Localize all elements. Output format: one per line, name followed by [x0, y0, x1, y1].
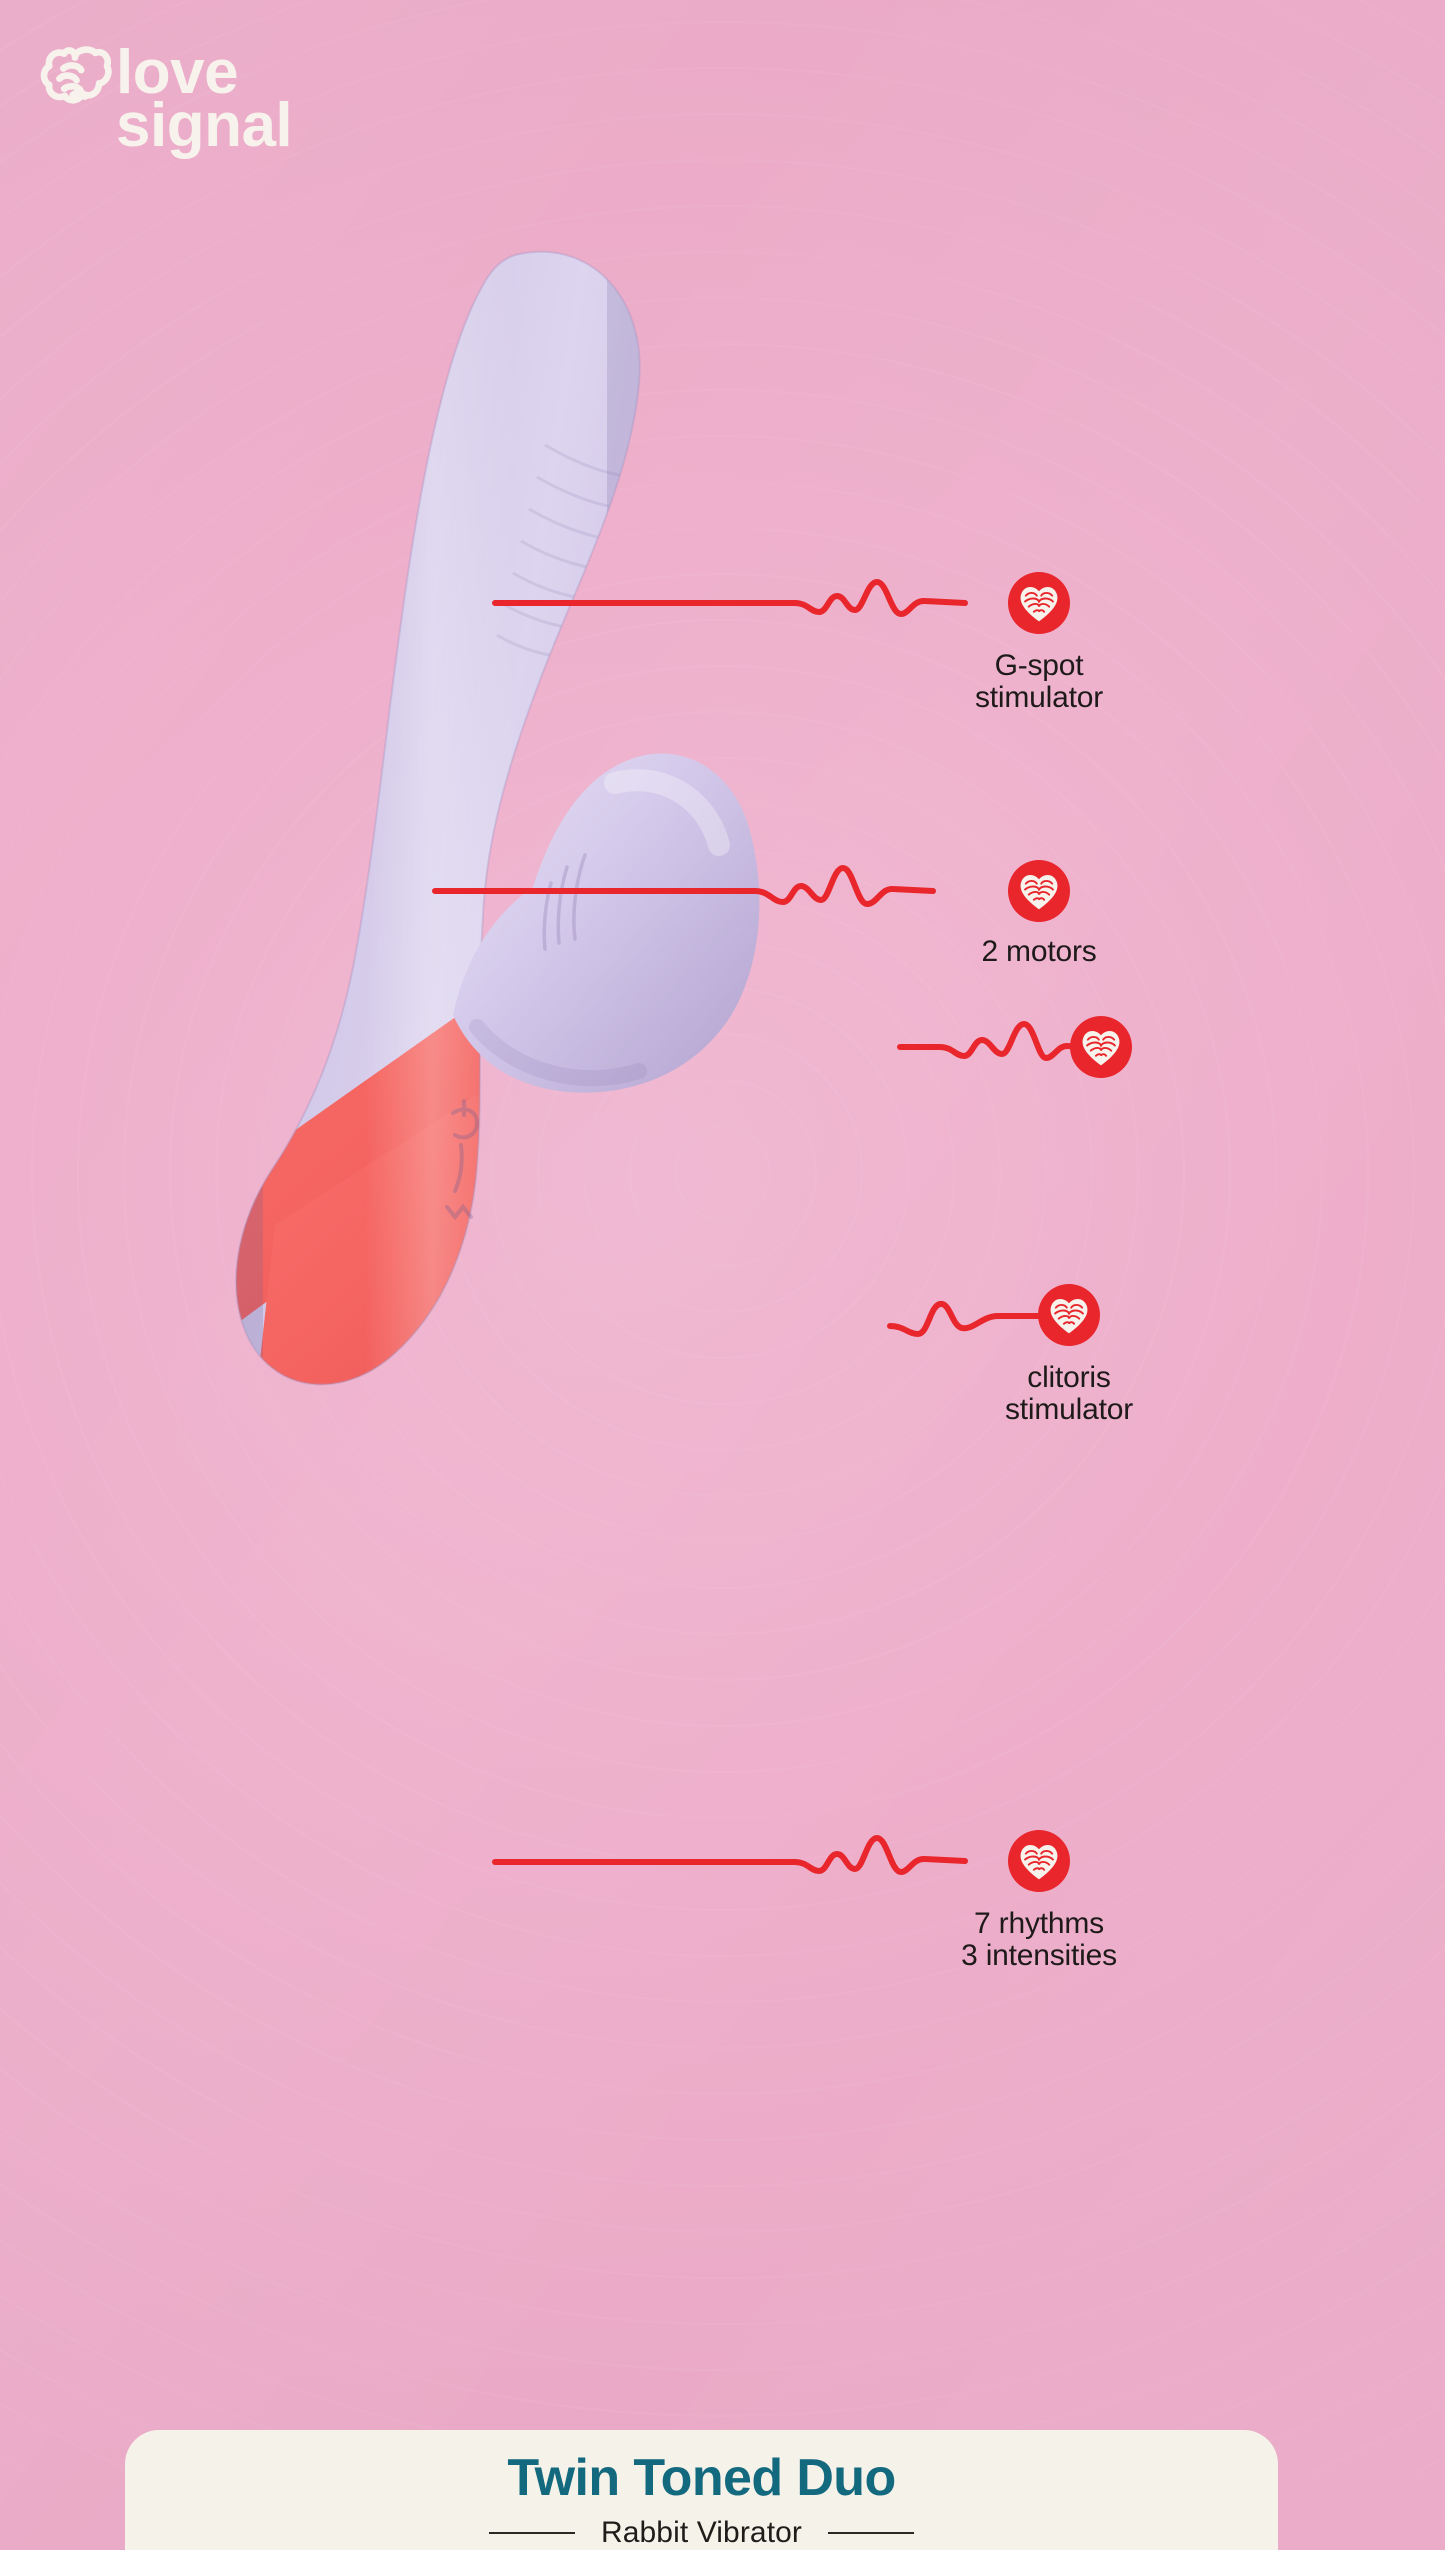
heartbeat-line-rhythms [492, 1835, 968, 1875]
product-subtitle: Rabbit Vibrator [600, 2516, 803, 2549]
brain-heart-icon [1020, 1845, 1058, 1880]
product-title-card: Twin Toned Duo Rabbit Vibrator [125, 2430, 1278, 2550]
callout-clitoris-upper-tick[interactable] [897, 1014, 1200, 1094]
brain-heart-logo-icon [36, 42, 114, 120]
callout-label-clitoris: clitoris stimulator [1004, 1361, 1134, 1426]
callout-g-spot[interactable]: G-spot stimulator [492, 568, 1195, 748]
callout-label-rhythms: 7 rhythms 3 intensities [961, 1907, 1117, 1972]
divider-left [488, 2532, 575, 2534]
callout-label-g-spot: G-spot stimulator [974, 649, 1104, 714]
background-ring-texture [0, 0, 1445, 2473]
brain-heart-icon [1020, 875, 1058, 910]
divider-right [828, 2532, 915, 2534]
badge-clitoris-upper[interactable] [1070, 1016, 1132, 1078]
heartbeat-line-clitoris-upper [897, 1021, 1091, 1061]
callout-clitoris[interactable]: clitoris stimulator [887, 1282, 1200, 1472]
brand-logo-wordmark: love signal [110, 38, 293, 161]
brain-heart-icon [1020, 587, 1058, 622]
page-title: Twin Toned Duo [507, 2449, 896, 2507]
heartbeat-line-clitoris [887, 1301, 1053, 1337]
badge-clitoris[interactable] [1038, 1284, 1100, 1346]
badge-rhythms[interactable] [1008, 1830, 1070, 1892]
callout-label-motors: 2 motors [981, 935, 1097, 968]
brain-heart-icon [1082, 1031, 1120, 1066]
badge-motors[interactable] [1008, 860, 1070, 922]
heartbeat-line-motors [432, 865, 936, 907]
brand-logo[interactable]: love signal [36, 38, 456, 188]
heartbeat-line-g-spot [492, 579, 968, 617]
rabbit-vibrator-product-photo [215, 215, 955, 1405]
product-subtitle-row: Rabbit Vibrator [488, 2516, 915, 2550]
callout-motors[interactable]: 2 motors [432, 856, 1195, 1016]
brain-heart-icon [1050, 1299, 1088, 1334]
logo-line-1: love [116, 38, 239, 107]
logo-line-2: signal [116, 91, 293, 161]
badge-g-spot[interactable] [1008, 572, 1070, 634]
callout-rhythms[interactable]: 7 rhythms 3 intensities [492, 1822, 1195, 2022]
